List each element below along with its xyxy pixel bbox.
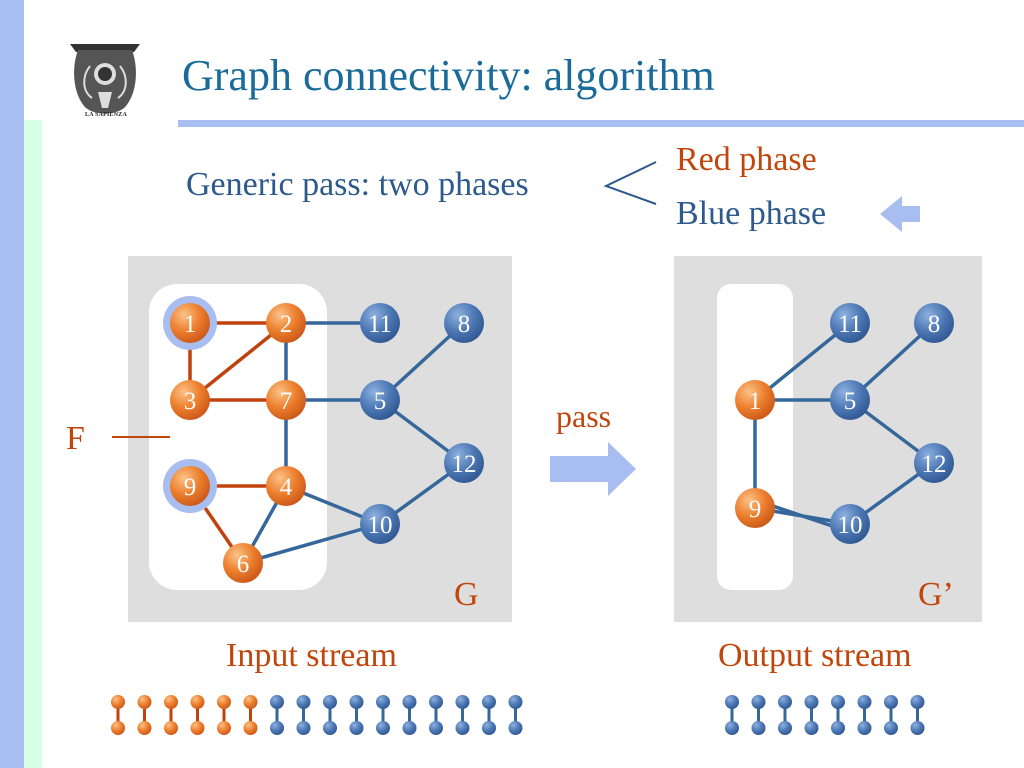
- f-region: [149, 284, 327, 590]
- graph-g-node-label-8: 8: [458, 311, 471, 338]
- graph-g-edge-3-2: [188, 321, 288, 402]
- pass-label: pass: [556, 398, 612, 434]
- graph-g-prime-node-1: 1: [735, 380, 775, 420]
- input-stream-edge-item: [270, 695, 284, 735]
- graph-g-node-8: 8: [444, 303, 484, 343]
- graph-g-node-label-12: 12: [452, 451, 477, 478]
- graph-g-node-label-5: 5: [374, 388, 387, 415]
- graph-g-node-label-3: 3: [184, 388, 197, 415]
- input-stream-edge-item: [137, 695, 152, 735]
- left-accent-bar: [0, 0, 24, 768]
- left-accent-bar-secondary: [24, 120, 42, 768]
- f-label: F: [66, 420, 85, 457]
- graph-g-prime-node-9: 9: [735, 488, 775, 528]
- graph-g-label: G: [454, 576, 479, 613]
- graph-g-node-label-11: 11: [368, 311, 392, 338]
- graph-g-prime-node-label-5: 5: [844, 388, 857, 415]
- graph-g-node-11: 11: [360, 303, 400, 343]
- graph-g-node-label-4: 4: [280, 474, 293, 501]
- input-stream-edges: [111, 695, 523, 735]
- graph-g-node-10: 10: [360, 504, 400, 544]
- graph-g-node-6: 6: [223, 543, 263, 583]
- graph-g-prime-node-8: 8: [914, 303, 954, 343]
- output-stream-edge-item: [831, 695, 845, 735]
- logo-caption: LA SAPIENZA: [84, 112, 128, 118]
- graph-g-node-2: 2: [266, 303, 306, 343]
- graph-g-node-label-6: 6: [237, 551, 250, 578]
- input-stream-edge-item: [190, 695, 205, 735]
- output-stream-edge-item: [725, 695, 739, 735]
- input-stream-edge-item: [323, 695, 337, 735]
- graph-g-node-4: 4: [266, 466, 306, 506]
- graph-g-prime-node-label-10: 10: [838, 512, 863, 539]
- output-stream-edge-item: [778, 695, 792, 735]
- input-stream-edge-item: [217, 695, 231, 735]
- graph-g-node-label-7: 7: [280, 388, 293, 415]
- graph-g-prime-node-label-1: 1: [749, 388, 762, 415]
- output-stream-edge-item: [910, 695, 925, 735]
- input-stream-edge-item: [482, 695, 496, 735]
- graph-g-node-label-9: 9: [184, 474, 197, 501]
- graph-g-prime-node-5: 5: [830, 380, 870, 420]
- university-seal-logo: [70, 44, 140, 114]
- graph-g-prime-node-12: 12: [914, 443, 954, 483]
- input-stream-edge-item: [402, 695, 417, 735]
- graph-g-prime-node-label-12: 12: [922, 451, 947, 478]
- red-phase-label: Red phase: [676, 141, 817, 178]
- graph-g-node-12: 12: [444, 443, 484, 483]
- graph-g-node-5: 5: [360, 380, 400, 420]
- input-stream-edge-item: [349, 695, 364, 735]
- phase-brace: [603, 161, 657, 205]
- graph-g-node-3: 3: [170, 380, 210, 420]
- output-stream-label: Output stream: [718, 637, 912, 674]
- input-stream-edge-item: [455, 695, 470, 735]
- graph-g-node-label-10: 10: [368, 512, 393, 539]
- current-phase-arrow-icon: [880, 196, 920, 232]
- graph-g-node-1: 1: [163, 296, 217, 350]
- input-stream-edge-item: [164, 695, 178, 735]
- graph-g-prime-node-10: 10: [830, 504, 870, 544]
- input-stream-edge-item: [111, 695, 125, 735]
- graph-g-prime-node-label-9: 9: [749, 496, 762, 523]
- input-stream-edge-item: [429, 695, 443, 735]
- graph-g-node-7: 7: [266, 380, 306, 420]
- title-underline: [178, 120, 1024, 127]
- output-stream-edge-item: [804, 695, 819, 735]
- blue-phase-label: Blue phase: [676, 195, 827, 232]
- input-stream-label: Input stream: [226, 637, 397, 674]
- input-stream-edge-item: [296, 695, 311, 735]
- graph-g-node-label-2: 2: [280, 311, 293, 338]
- graph-g-node-9: 9: [163, 459, 217, 513]
- graph-g-prime-node-label-8: 8: [928, 311, 941, 338]
- output-stream-edges: [725, 695, 925, 735]
- graph-g-prime-label: G’: [918, 576, 954, 613]
- input-stream-edge-item: [376, 695, 390, 735]
- graph-g-edge-6-10: [242, 522, 381, 565]
- graph-g-prime-node-label-11: 11: [838, 311, 862, 338]
- graph-g-node-label-1: 1: [184, 311, 197, 338]
- output-stream-edge-item: [751, 695, 766, 735]
- output-stream-edge-item: [857, 695, 872, 735]
- input-stream-edge-item: [508, 695, 523, 735]
- graph-g-prime-nodes: 1 9 11 8 5 12 10: [735, 303, 954, 544]
- graph-g-prime-node-11: 11: [830, 303, 870, 343]
- output-stream-edge-item: [884, 695, 898, 735]
- slide-title: Graph connectivity: algorithm: [182, 51, 715, 100]
- input-stream-edge-item: [243, 695, 258, 735]
- generic-pass-text: Generic pass: two phases: [186, 166, 529, 203]
- graph-g-prime-edge-1-11: [753, 321, 852, 402]
- pass-arrow-icon: [550, 442, 636, 496]
